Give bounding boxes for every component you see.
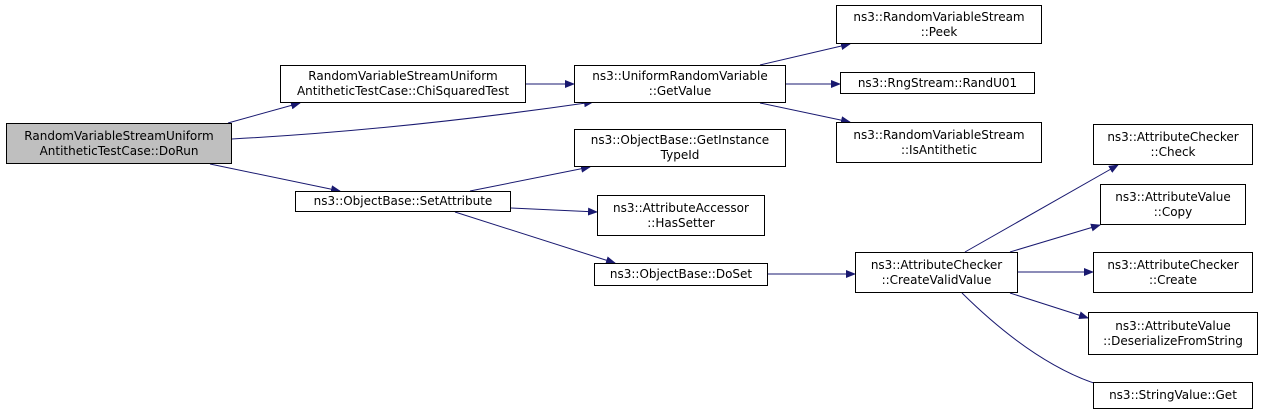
node-label-line: ::Copy <box>1153 204 1193 219</box>
node-label-line: ::HasSetter <box>647 215 715 230</box>
node-deser[interactable]: ns3::AttributeValue::DeserializeFromStri… <box>1088 312 1258 355</box>
node-label-line: RandomVariableStreamUniform <box>24 128 214 143</box>
edge-dorun-to-getvalue <box>231 99 594 140</box>
edge-setattr-to-getinst <box>469 164 591 192</box>
node-label-line: ns3::ObjectBase::GetInstance <box>590 133 770 147</box>
node-check[interactable]: ns3::AttributeChecker::Check <box>1093 124 1253 165</box>
node-label-line: ::CreateValidValue <box>881 272 992 287</box>
edge-layer <box>209 42 1119 390</box>
node-label-line: ::Create <box>1149 272 1197 287</box>
node-hassetter[interactable]: ns3::AttributeAccessor::HasSetter <box>597 195 765 236</box>
node-label-line: ns3::AttributeValue <box>1115 318 1231 333</box>
node-label-line: AntitheticTestCase::DoRun <box>39 143 199 158</box>
edge-cvv-to-copy <box>1009 223 1101 253</box>
node-cvv[interactable]: ns3::AttributeChecker::CreateValidValue <box>855 252 1018 293</box>
edge-getvalue-to-isanti <box>759 102 851 125</box>
node-label-line: ns3::RandomVariableStream <box>853 127 1025 142</box>
node-strget[interactable]: ns3::StringValue::Get <box>1093 382 1253 409</box>
node-copy[interactable]: ns3::AttributeValue::Copy <box>1100 184 1246 225</box>
node-label-line: RandomVariableStreamUniform <box>308 69 498 83</box>
node-label-line: ns3::AttributeChecker <box>870 257 1003 272</box>
edge-setattr-to-doset <box>454 211 616 265</box>
node-label-line: ns3::UniformRandomVariable <box>592 69 768 83</box>
node-label-line: AntitheticTestCase::ChiSquaredTest <box>296 84 510 98</box>
node-label-line: ns3::AttributeChecker <box>1107 129 1239 144</box>
node-label-line: ns3::RandomVariableStream <box>853 9 1025 24</box>
node-create[interactable]: ns3::AttributeChecker::Create <box>1093 252 1253 293</box>
edge-getvalue-to-peek <box>759 42 851 66</box>
node-label-line: ::GetValue <box>648 84 712 98</box>
node-label-line: ns3::ObjectBase::DoSet <box>609 267 753 281</box>
node-randu01[interactable]: ns3::RngStream::RandU01 <box>840 72 1035 94</box>
edge-dorun-to-setattr <box>209 163 341 194</box>
edge-setattr-to-hassetter <box>510 207 598 216</box>
edge-dorun-to-chisq <box>227 101 301 124</box>
node-isanti[interactable]: ns3::RandomVariableStream::IsAntithetic <box>836 122 1042 163</box>
node-label-line: ns3::ObjectBase::SetAttribute <box>313 194 493 208</box>
node-label-line: ns3::AttributeAccessor <box>613 200 749 215</box>
node-doset[interactable]: ns3::ObjectBase::DoSet <box>594 263 768 286</box>
node-label-line: ::Peek <box>920 24 958 39</box>
edge-cvv-to-deser <box>1009 292 1089 320</box>
node-label-line: ns3::StringValue::Get <box>1109 388 1237 402</box>
node-getvalue[interactable]: ns3::UniformRandomVariable::GetValue <box>574 65 786 103</box>
node-label-line: ns3::AttributeChecker <box>1107 257 1239 272</box>
node-label-line: TypeId <box>660 148 700 162</box>
node-label-line: ns3::RngStream::RandU01 <box>857 75 1018 90</box>
node-setattr[interactable]: ns3::ObjectBase::SetAttribute <box>295 191 511 212</box>
node-label-line: ::DeserializeFromString <box>1103 333 1243 348</box>
node-peek[interactable]: ns3::RandomVariableStream::Peek <box>836 5 1042 44</box>
node-label-line: ns3::AttributeValue <box>1115 189 1231 204</box>
node-label-line: ::IsAntithetic <box>900 142 978 157</box>
node-label-line: ::Check <box>1150 144 1196 159</box>
edge-cvv-to-check <box>964 164 1119 253</box>
